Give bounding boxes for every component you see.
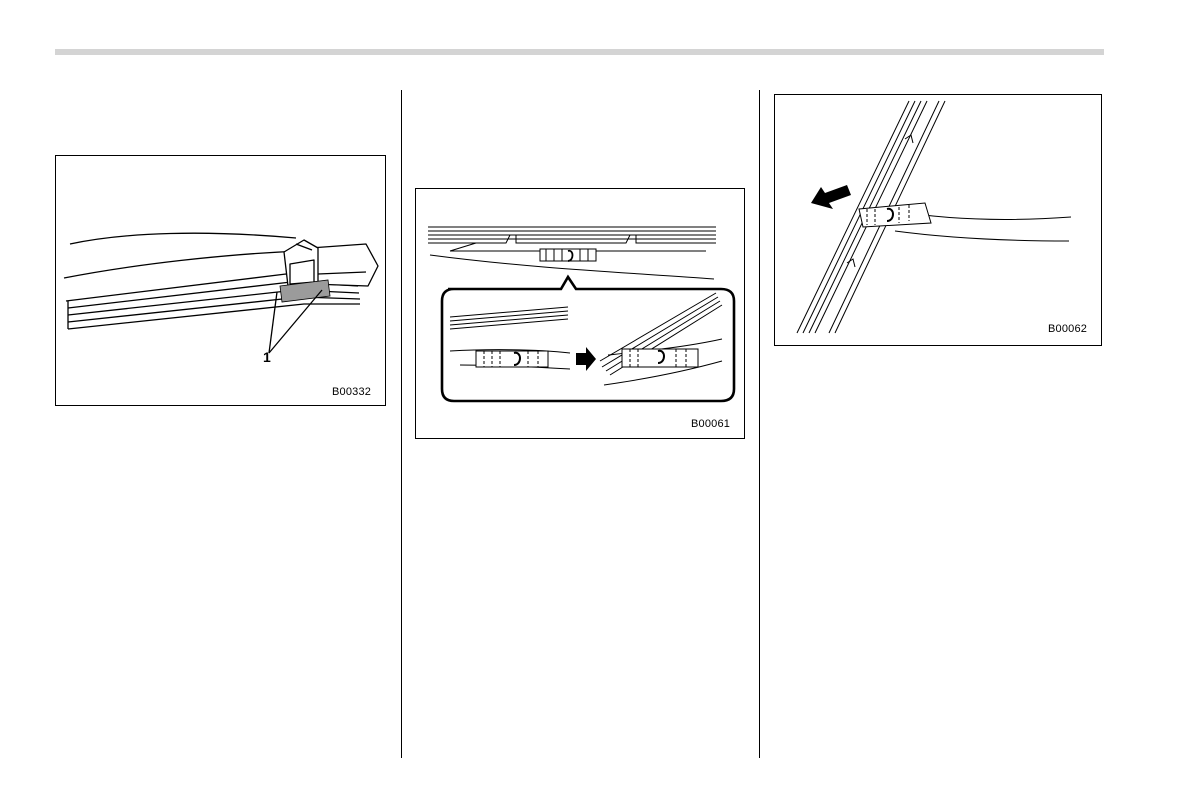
callout-number: 1 [263, 349, 271, 365]
column-divider-right [759, 90, 760, 758]
arrow-right-icon [576, 347, 596, 371]
wiper-removal-illustration [775, 95, 1103, 347]
figure-b00061: B00061 [415, 188, 745, 439]
header-rule [55, 49, 1104, 55]
figure-code: B00062 [1048, 323, 1087, 335]
wiper-clip-detail-illustration [416, 189, 746, 440]
wiper-blade-end-illustration [56, 156, 387, 407]
figure-b00332: 1 B00332 [55, 155, 386, 406]
figure-code: B00332 [332, 386, 371, 398]
column-divider-left [401, 90, 402, 758]
arrow-up-left-icon [811, 185, 851, 209]
figure-code: B00061 [691, 418, 730, 430]
figure-b00062: B00062 [774, 94, 1102, 346]
